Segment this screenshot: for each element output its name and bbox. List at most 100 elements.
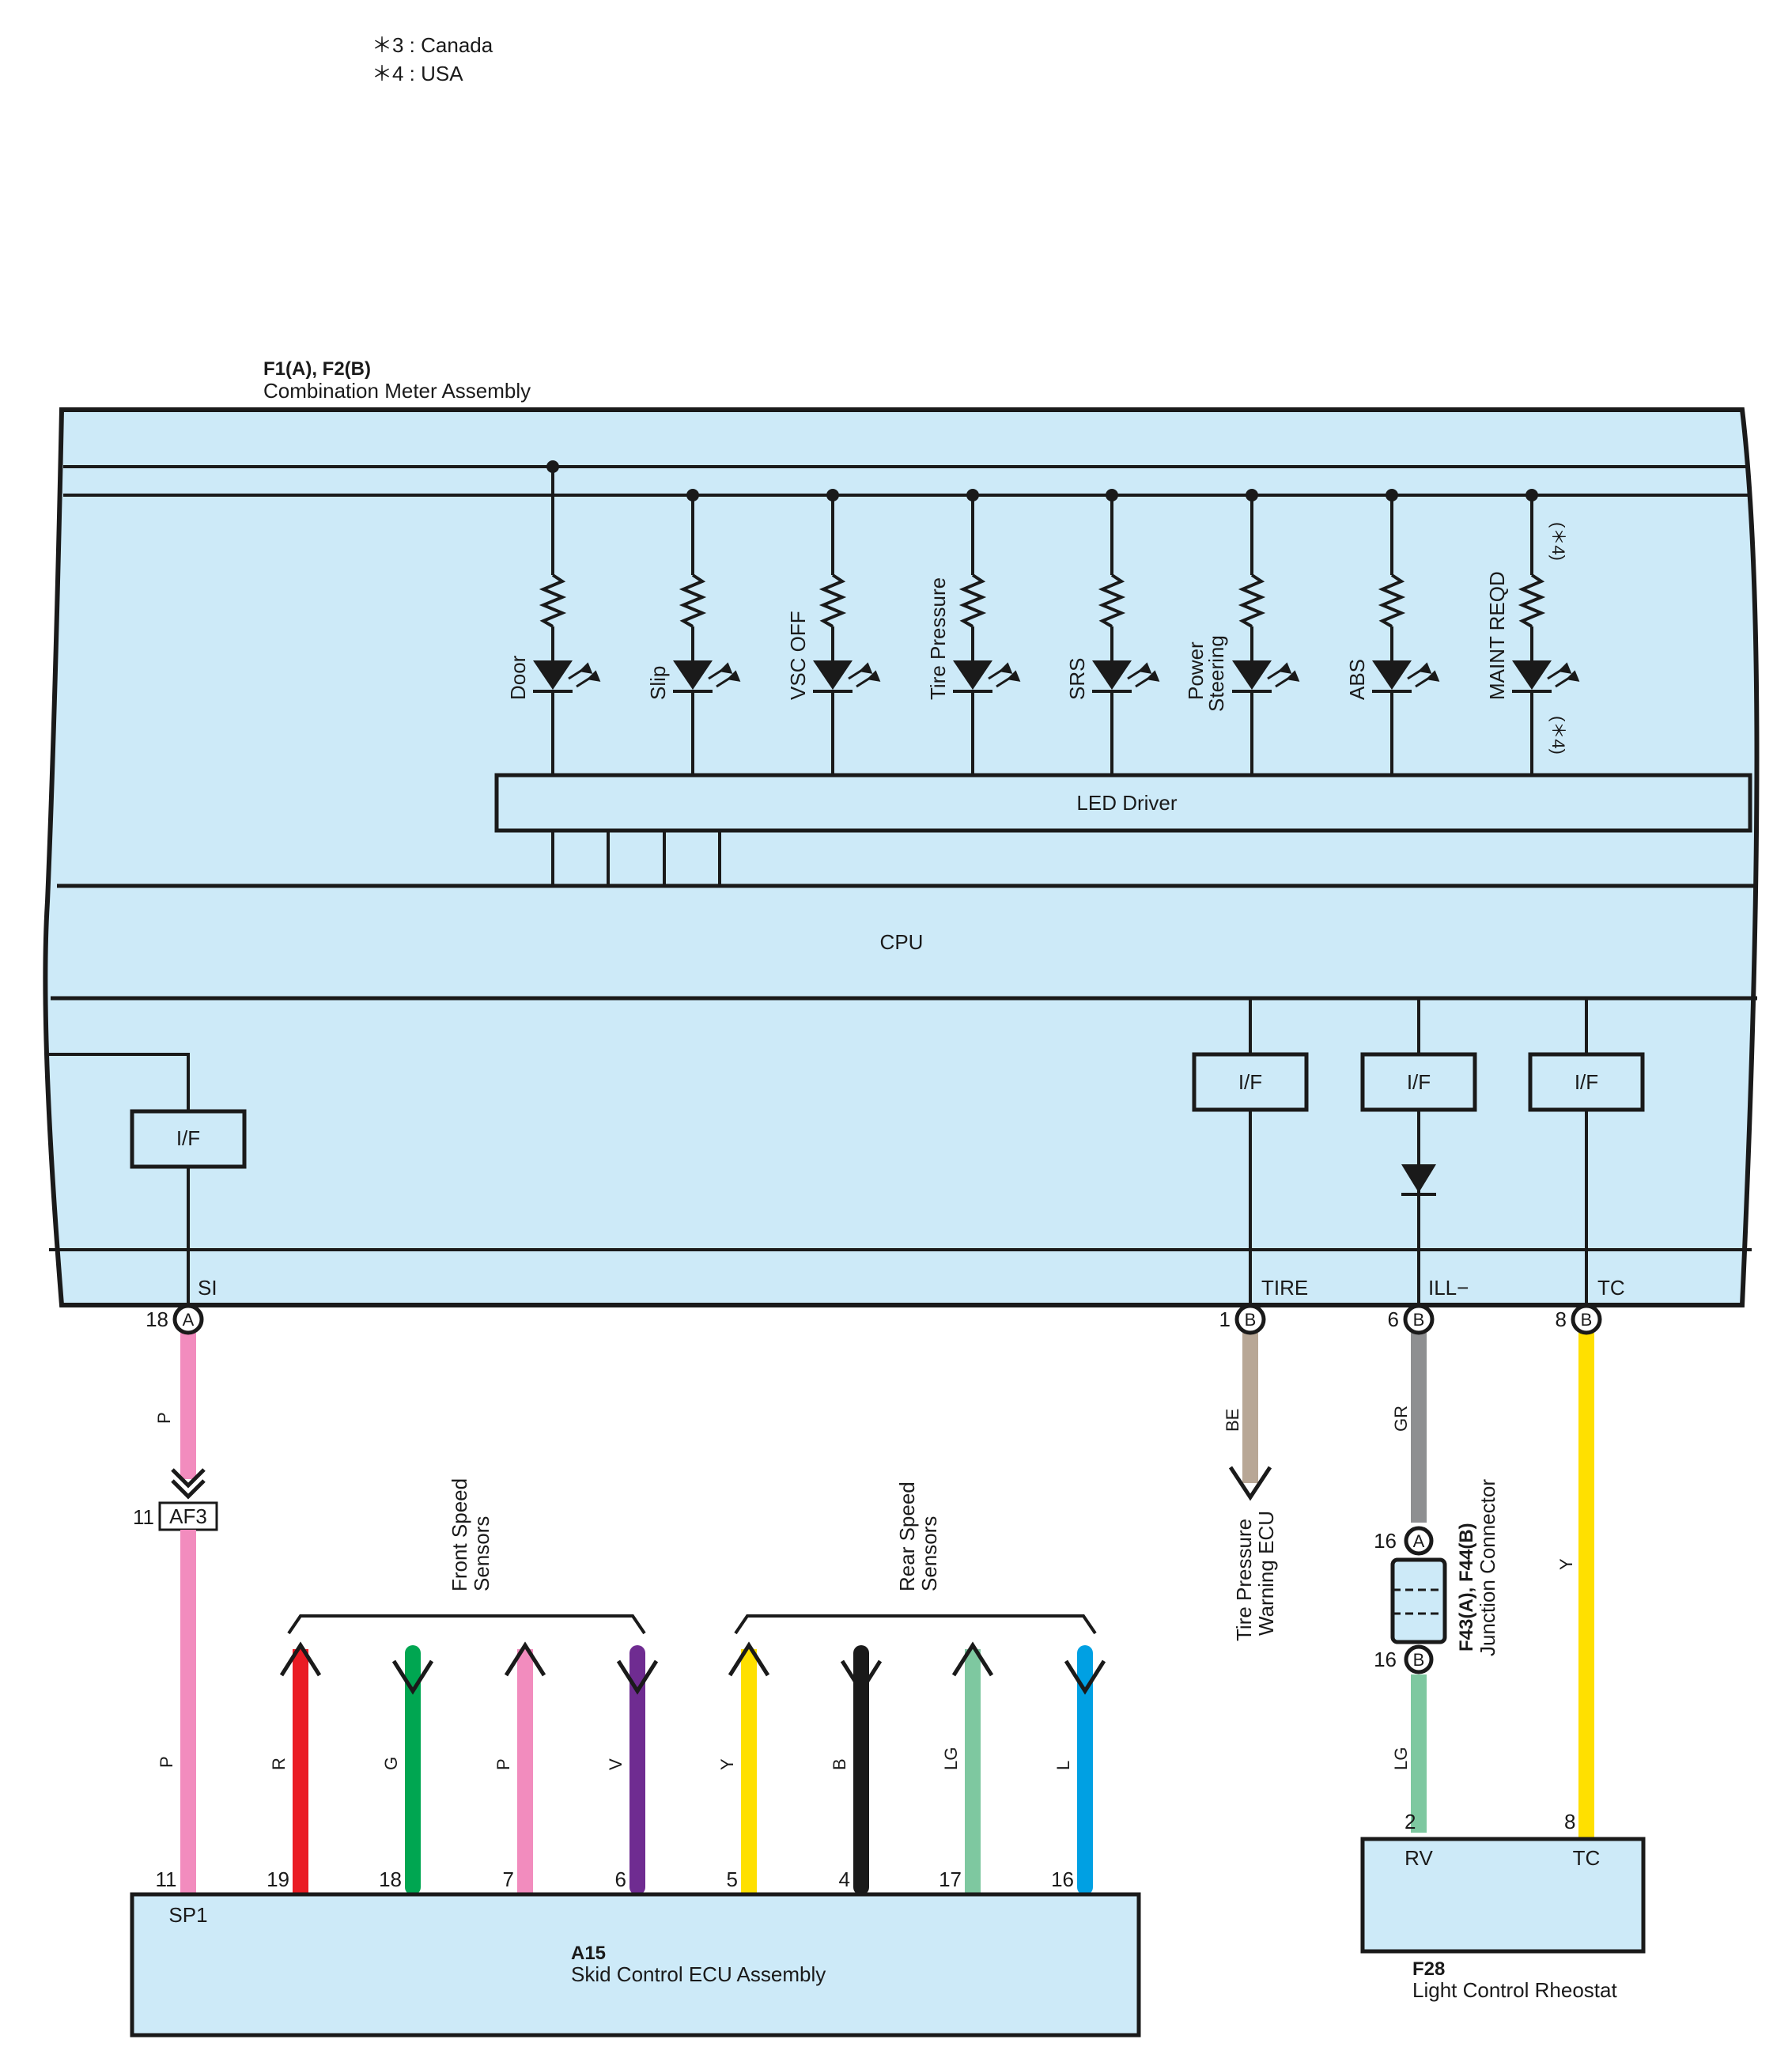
led-icon [1512,660,1552,690]
sensor-wire-color: Y [717,1758,737,1770]
tire-dest-line2: Warning ECU [1254,1511,1278,1636]
ecu-code: A15 [571,1943,606,1964]
terminal-tire: TIRE [1261,1276,1308,1300]
led-icon [533,660,573,690]
tire-dest-line1: Tire Pressure [1232,1519,1256,1641]
sp1-terminal: SP1 [168,1903,207,1927]
led-driver-block [494,773,1752,833]
terminal-ill: ILL− [1428,1276,1469,1300]
sensor-wire-pin: 16 [1051,1867,1074,1891]
si-interface-label: I/F [176,1126,200,1150]
resistor-icon [1378,573,1406,628]
af3-label: AF3 [169,1504,207,1528]
led-icon [673,660,713,690]
rear-sensors-brace [734,1614,1097,1635]
si-wire-lower [180,1530,196,1895]
sensor-wire-color: V [606,1758,626,1770]
junction-dot [1246,489,1258,501]
terminal-pin: B6 [1388,1304,1435,1335]
arrow-up-icon [951,1641,994,1677]
led-emission-icon [988,662,1021,688]
af3-chevron-icon [171,1468,206,1500]
sensor-wire-pin: 4 [839,1867,850,1891]
sensor-wire: Y5RL+ [717,1641,770,1927]
resistor-icon [539,573,567,628]
sensor-wire: R19FL+ [267,1641,322,1927]
rear-sensors-line1: Rear Speed [895,1481,919,1591]
junction-dot [1525,489,1538,501]
sensor-wire-pin: 5 [727,1867,738,1891]
svg-text:16: 16 [1374,1648,1397,1671]
terminal-pin-connector: B [1581,1310,1593,1330]
led-emission-icon [568,662,601,688]
meter-body [43,407,1760,1307]
ill-interface-label: I/F [1407,1070,1431,1094]
led-emission-icon [848,662,881,688]
tire-interface-box [1192,1052,1309,1112]
junction-pin-b: B 16 [1374,1644,1434,1674]
arrow-up-icon [728,1641,770,1677]
rheostat-tc-pin: 8 [1564,1810,1575,1833]
arrow-down-icon [840,1659,883,1695]
front-sensors-line1: Front Speed [448,1478,471,1591]
led-label: Power [1184,641,1208,700]
led-emission-icon [708,662,741,688]
sensor-wire-color: LG [941,1747,961,1770]
led-indicator: Door [506,460,601,775]
led-indicator: VSC OFF [786,489,881,775]
led-label: SRS [1065,658,1089,700]
sensor-wire: P7FR+ [493,1641,546,1927]
led-driver-label: LED Driver [1076,791,1177,815]
led-note: (＊4) [1548,716,1568,755]
resistor-icon [1518,573,1546,628]
led-label-extra: Steering [1204,635,1228,712]
terminal-pin-number: 8 [1556,1307,1567,1331]
sensor-wire-color: P [493,1758,513,1770]
sensor-wire-color: G [381,1757,401,1770]
led-emission-icon [1407,662,1440,688]
si-internal-wire [49,1053,190,1111]
terminal-pin-number: 1 [1219,1307,1231,1331]
si-interface-box [130,1109,247,1169]
tire-arrow-icon [1228,1466,1272,1501]
tc-interface-label: I/F [1575,1070,1598,1094]
si-wire-upper [180,1333,196,1479]
arrow-up-icon [279,1641,322,1677]
junction-dot [1386,489,1398,501]
sensor-wire: V6FR− [606,1645,659,1927]
led-icon [813,660,853,690]
terminal-pin: B1 [1219,1304,1266,1335]
led-indicator: SRS [1065,489,1160,775]
led-indicator: MAINT REQD(＊4)(＊4) [1485,489,1580,775]
terminal-pin: B8 [1556,1304,1602,1335]
ill-wire-upper [1411,1333,1427,1523]
ill-wire-lower-color: LG [1391,1747,1411,1770]
led-driver-cpu-links [551,831,721,886]
led-indicator: Slip [646,489,741,775]
svg-text:B: B [1413,1650,1425,1670]
junction-dot [546,460,559,473]
led-label: Door [506,655,530,700]
led-indicator: ABS [1345,489,1440,775]
speed-sensor-wires: R19FL+G18FL−P7FR+V6FR−Y5RL+B4RL−LG17RR+L… [267,1641,1106,1927]
resistor-icon [818,573,847,628]
led-indicator: Tire Pressure [926,489,1021,775]
sensor-wire-pin: 7 [503,1867,514,1891]
terminal-pin-connector: B [1245,1310,1257,1330]
si-wire-lower-color: P [157,1756,176,1768]
rheostat-box [1360,1837,1646,1954]
sensor-wire-color: B [830,1758,849,1770]
sensor-wire-pin: 19 [267,1867,289,1891]
resistor-icon [1238,573,1266,628]
led-emission-icon [1267,662,1300,688]
arrow-down-icon [616,1659,659,1695]
junction-pin-a: A 16 [1374,1526,1434,1556]
tc-wire [1578,1333,1594,1839]
junction-code: F43(A), F44(B) [1456,1523,1477,1652]
tc-interface: I/F [1528,998,1645,1305]
resistor-icon [1098,573,1126,628]
cpu-label: CPU [880,930,924,954]
led-icon [1232,660,1272,690]
